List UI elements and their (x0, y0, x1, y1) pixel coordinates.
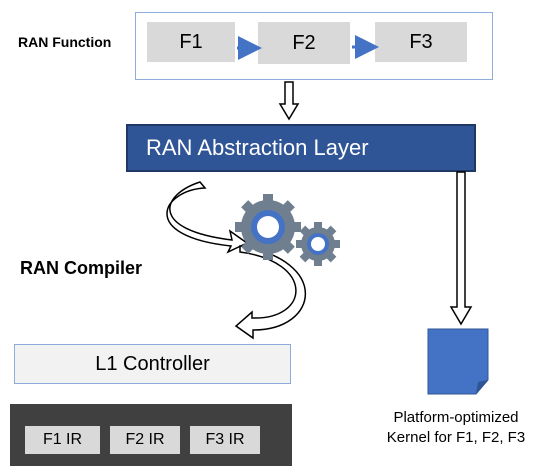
ir-block-f2: F2 IR (110, 426, 180, 454)
gears-icon (235, 194, 340, 266)
ran-compiler-label: RAN Compiler (20, 258, 143, 278)
ir-block-f3: F3 IR (190, 426, 260, 454)
kernel-caption: Platform-optimized Kernel for F1, F2, F3 (363, 408, 549, 448)
ir-block-f1: F1 IR (25, 426, 100, 454)
l1-controller: L1 Controller (14, 344, 291, 384)
arrow-abstraction-to-kernel (449, 171, 473, 326)
kernel-caption-line2: Kernel for F1, F2, F3 (386, 429, 526, 446)
curved-arrow-to-compiler (166, 181, 249, 254)
function-block-f2: F2 (258, 22, 350, 64)
curved-arrow-to-l1 (234, 245, 307, 340)
ran-function-label: RAN Function (18, 34, 112, 50)
function-block-f1: F1 (147, 22, 235, 62)
function-block-f3: F3 (375, 22, 467, 62)
ran-abstraction-layer: RAN Abstraction Layer (126, 124, 476, 172)
arrow-function-to-abstraction (278, 81, 300, 121)
kernel-caption-line1: Platform-optimized (393, 409, 519, 426)
